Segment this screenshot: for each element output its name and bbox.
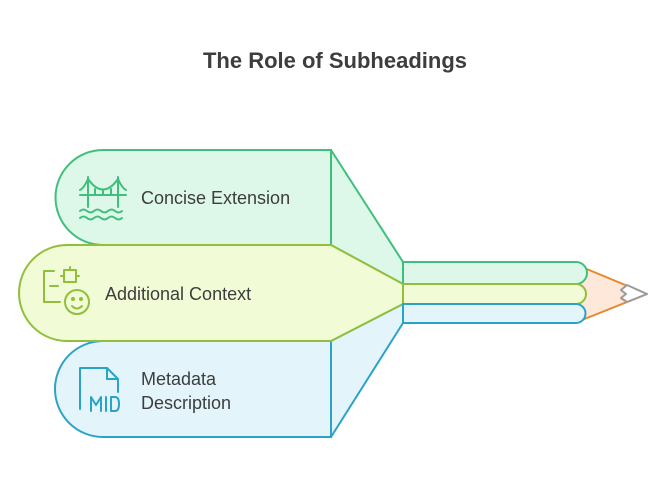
puzzle-face-icon <box>43 266 90 315</box>
bridge-icon <box>79 176 127 221</box>
item-additional-context: Additional Context <box>18 244 404 342</box>
item-concise-extension: Concise Extension <box>54 149 404 285</box>
pencil-band-blue <box>402 303 587 324</box>
mid-file-icon <box>79 367 120 412</box>
item-label-additional-context: Additional Context <box>105 284 251 304</box>
pill-blue <box>54 340 332 438</box>
pill-lime <box>18 244 404 342</box>
pencil <box>402 261 648 324</box>
pencil-lead <box>620 284 648 303</box>
item-label-concise-extension: Concise Extension <box>141 188 290 208</box>
pencil-band-lime <box>402 283 587 305</box>
item-metadata-description: Metadata Description <box>54 303 404 438</box>
diagram-title: The Role of Subheadings <box>203 48 467 73</box>
pencil-band-green <box>402 261 588 285</box>
item-label-metadata-description: Metadata Description <box>141 369 231 413</box>
